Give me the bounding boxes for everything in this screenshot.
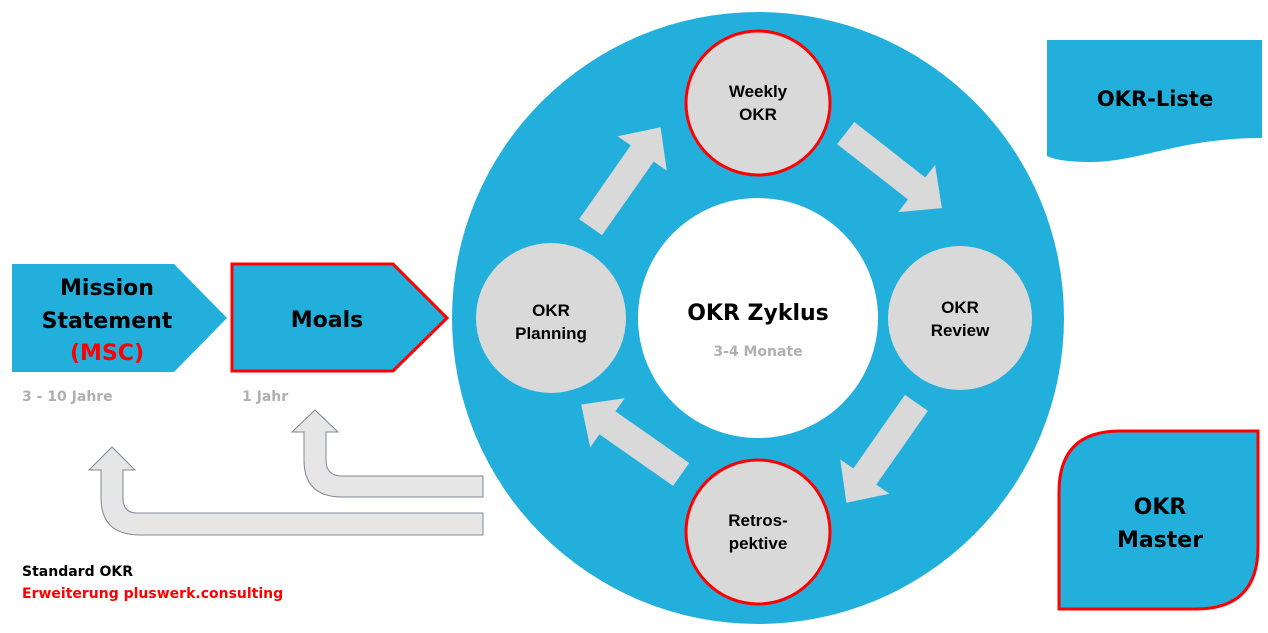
okr-liste-label: OKR-Liste	[1097, 87, 1213, 111]
node-weekly-okr: Weekly OKR	[684, 29, 832, 177]
moals-label: Moals	[291, 308, 364, 333]
mission-line1: Mission	[60, 276, 154, 301]
feedback-arrow-to-moals	[290, 409, 484, 498]
node-okr-review: OKR Review	[888, 246, 1032, 390]
svg-text:Review: Review	[931, 321, 990, 340]
node-retrospektive: Retros- pektive	[684, 458, 832, 606]
cycle-subtitle: 3-4 Monate	[713, 344, 802, 360]
mission-msc: (MSC)	[70, 341, 144, 366]
svg-text:OKR: OKR	[532, 301, 570, 320]
moals-shape: Moals	[230, 262, 450, 373]
okr-cycle-center	[638, 198, 878, 438]
svg-text:pektive: pektive	[729, 534, 788, 553]
mission-duration: 3 - 10 Jahre	[22, 389, 113, 405]
legend-standard: Standard OKR	[22, 564, 133, 580]
svg-text:OKR: OKR	[739, 105, 777, 124]
feedback-arrow-to-mission	[87, 446, 484, 536]
mission-line2: Statement	[42, 309, 173, 334]
okr-master-line1: OKR	[1134, 495, 1187, 520]
node-okr-planning: OKR Planning	[476, 243, 626, 393]
moals-duration: 1 Jahr	[242, 389, 288, 405]
okr-master-shape: OKR Master	[1057, 429, 1260, 611]
arrow-planning-to-weekly	[579, 127, 667, 236]
mission-statement-shape: Mission Statement (MSC)	[12, 264, 227, 372]
legend-extension: Erweiterung pluswerk.consulting	[22, 586, 283, 602]
svg-text:Retros-: Retros-	[728, 511, 788, 530]
cycle-title: OKR Zyklus	[687, 301, 829, 326]
okr-liste-shape: OKR-Liste	[1047, 40, 1262, 162]
svg-text:Weekly: Weekly	[729, 82, 788, 101]
okr-master-line2: Master	[1117, 528, 1203, 553]
arrow-retro-to-planning	[581, 398, 690, 486]
svg-text:OKR: OKR	[941, 298, 979, 317]
arrow-weekly-to-review	[837, 122, 942, 213]
svg-text:Planning: Planning	[515, 324, 587, 343]
arrow-review-to-retro	[840, 394, 928, 503]
